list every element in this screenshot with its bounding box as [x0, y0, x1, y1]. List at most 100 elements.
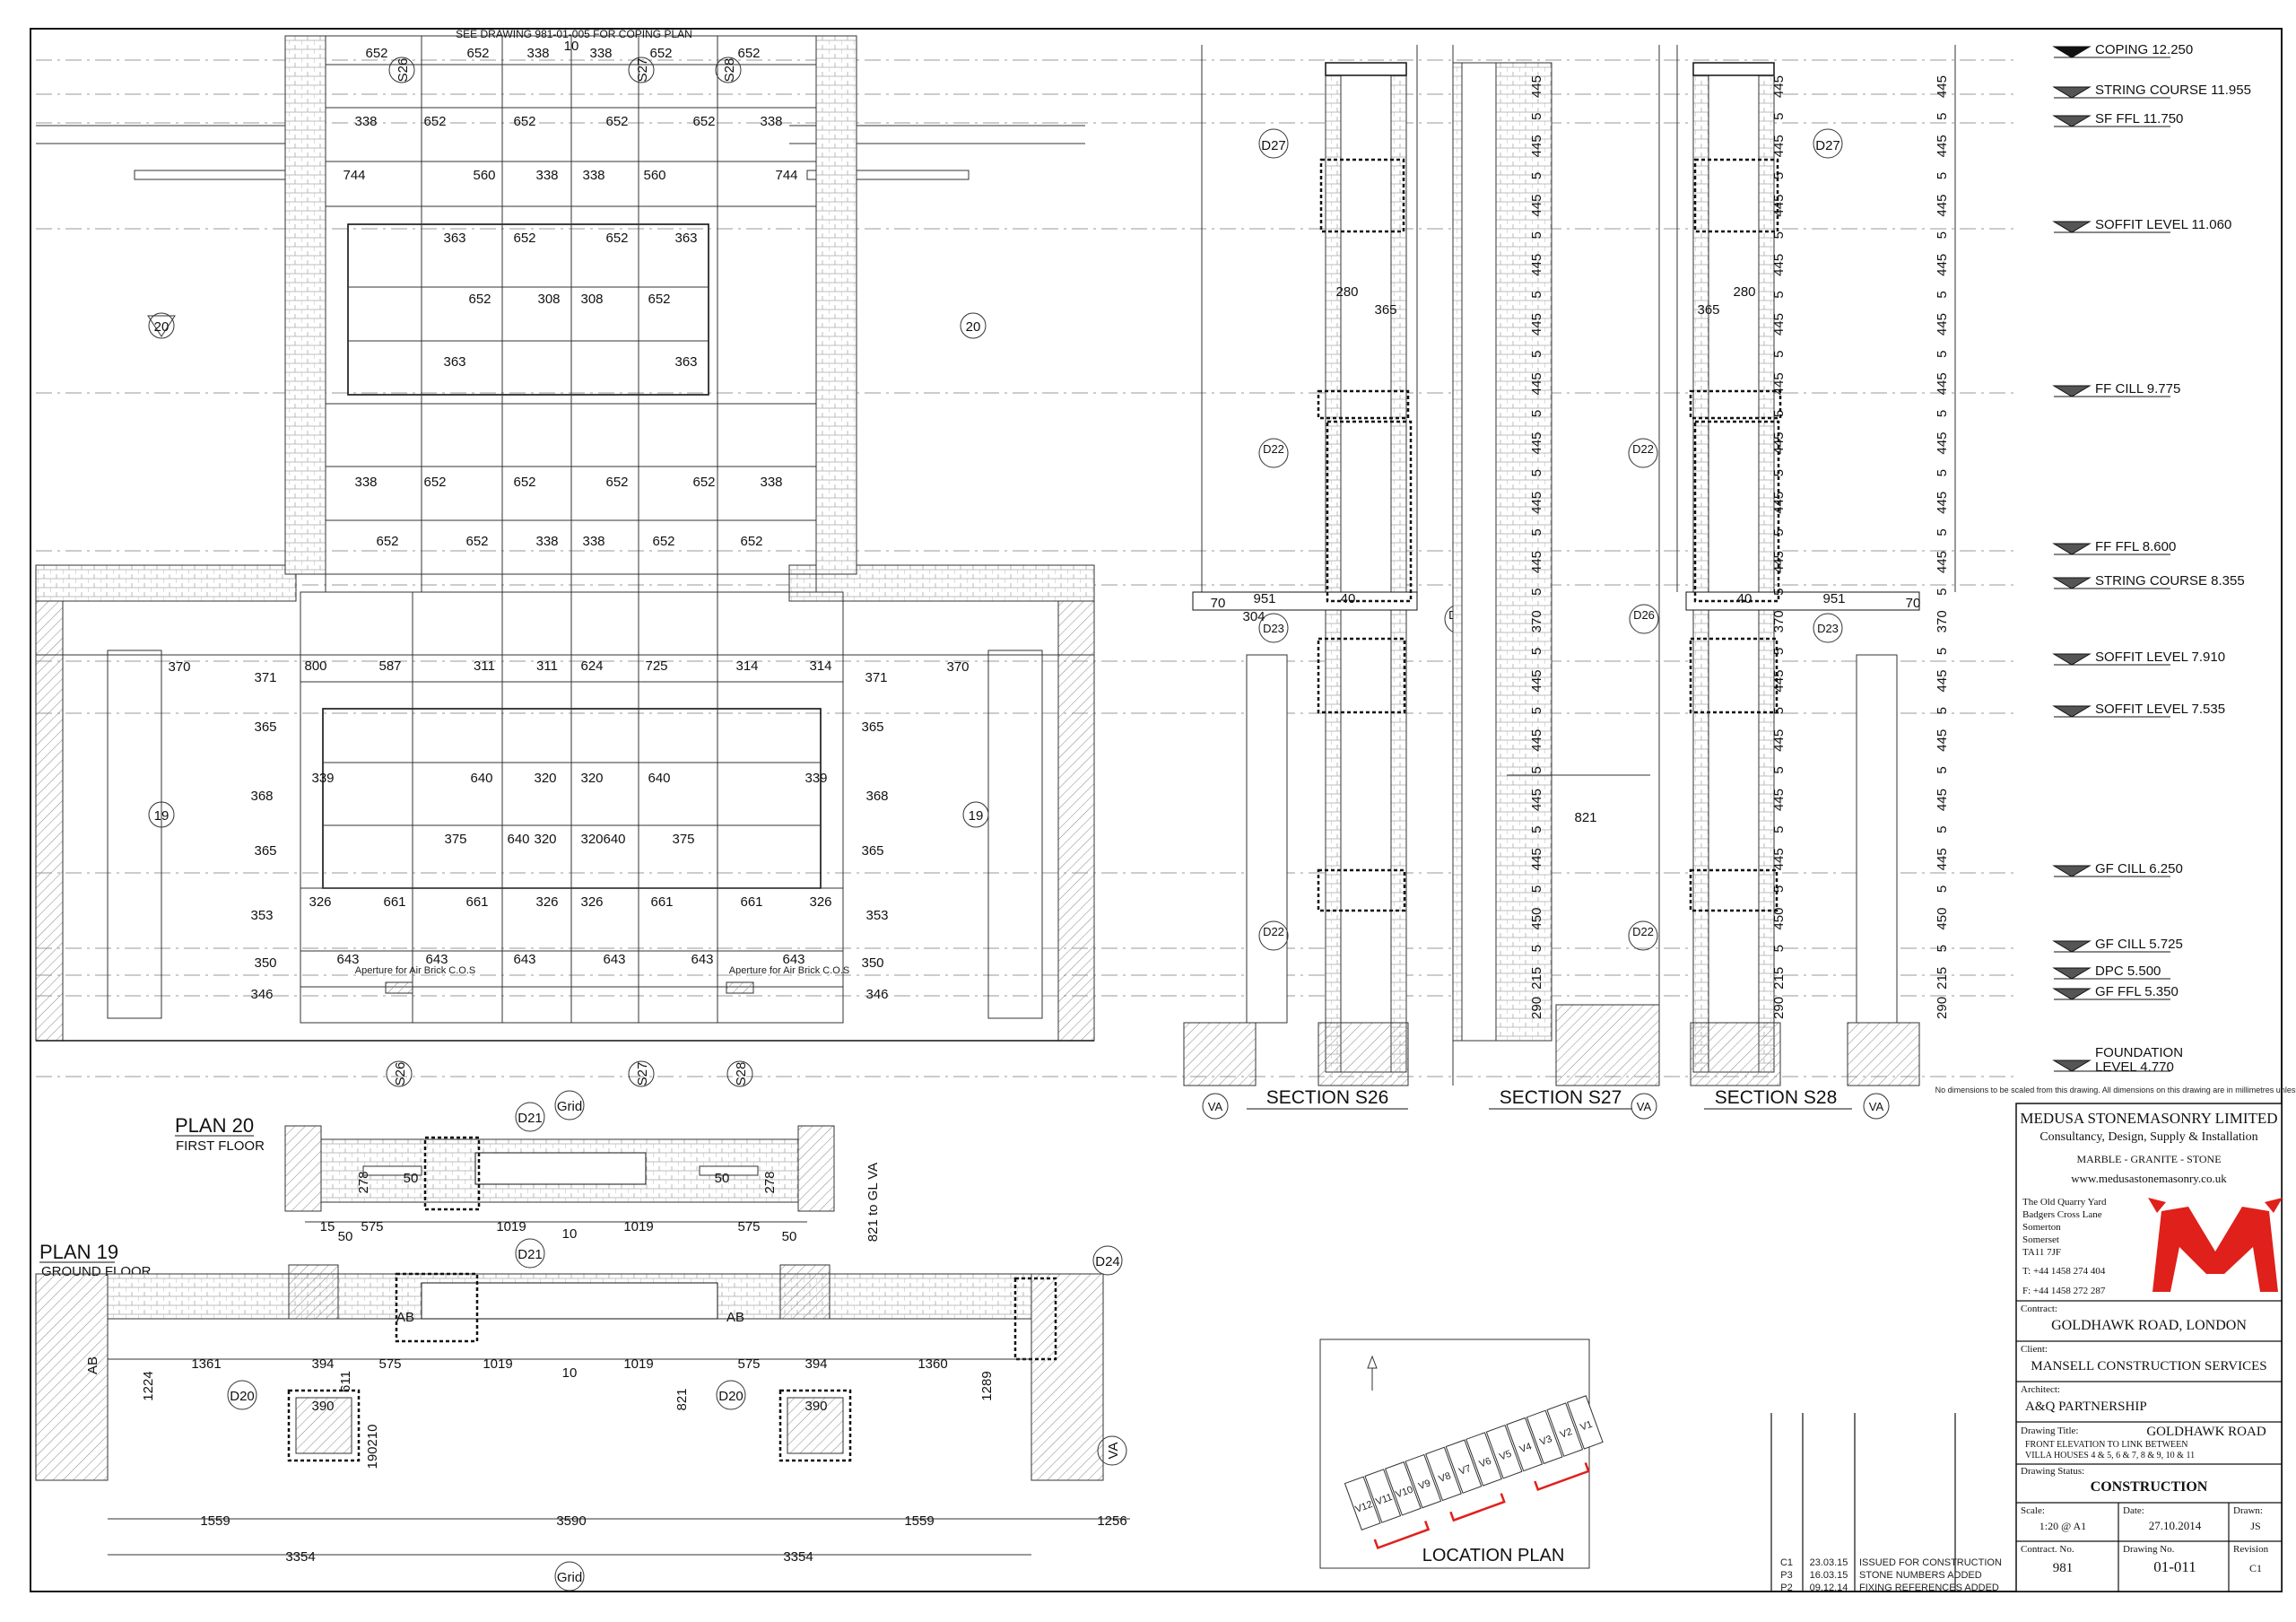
dim-text: 363 — [674, 354, 697, 370]
dim-text: 338 — [354, 475, 377, 490]
fax: F: +44 1458 272 287 — [2022, 1286, 2106, 1296]
dim-text: 560 — [643, 168, 665, 183]
dim-text: 5 — [1771, 766, 1787, 773]
dim-text: 1559 — [904, 1513, 934, 1529]
villa-label: V5 — [1498, 1449, 1513, 1463]
va-marker: VA — [1202, 1093, 1229, 1120]
dim-text: 5 — [1771, 469, 1787, 476]
dim-text: AB — [726, 1310, 744, 1325]
dim-text: 5 — [1529, 291, 1544, 298]
svg-text:20: 20 — [154, 319, 170, 335]
svg-text:D27: D27 — [1261, 138, 1286, 153]
dim-text: 5 — [1935, 707, 1950, 714]
dim-text: 575 — [378, 1356, 401, 1372]
dim-text: 280 — [1733, 284, 1755, 300]
dim-text: 5 — [1771, 528, 1787, 536]
section-marker-s27-top: S27 — [628, 57, 655, 83]
field-label: Client: — [2021, 1344, 2048, 1355]
dim-text: 1361 — [191, 1356, 221, 1372]
level-marker: SOFFIT LEVEL 7.535 — [2052, 702, 2225, 718]
dim-text: 1289 — [979, 1371, 995, 1400]
dim-text: 643 — [336, 952, 359, 967]
revision-code: C1 — [1780, 1557, 1793, 1568]
level-label: COPING 12.250 — [2095, 42, 2193, 57]
dim-text: 445 — [1529, 492, 1544, 514]
section-title: SECTION S28 — [1715, 1087, 1838, 1108]
svg-text:VA: VA — [1869, 1100, 1884, 1113]
svg-text:D27: D27 — [1815, 138, 1840, 153]
dim-text: 338 — [535, 168, 558, 183]
dim-text: 326 — [309, 894, 331, 910]
dim-text: 375 — [672, 832, 694, 847]
architect-value: A&Q PARTNERSHIP — [2025, 1400, 2147, 1414]
level-label: GF CILL 6.250 — [2095, 861, 2183, 876]
dim-text: 445 — [1935, 135, 1950, 157]
dim-text: 326 — [580, 894, 603, 910]
dim-text: 5 — [1935, 113, 1950, 120]
dim-text: 652 — [423, 475, 446, 490]
dim-text: 450 — [1529, 908, 1544, 930]
villa-label: V8 — [1438, 1470, 1453, 1485]
dim-text: 445 — [1935, 254, 1950, 276]
dim-text: 744 — [775, 168, 797, 183]
dim-text: 50 — [715, 1171, 730, 1186]
dim-text: 5 — [1529, 945, 1544, 952]
dim-text: 346 — [865, 987, 888, 1002]
title-block: No dimensions to be scaled from this dra… — [1935, 1086, 2296, 1592]
date-value: 27.10.2014 — [2149, 1519, 2202, 1532]
dim-text: 821 — [674, 1388, 690, 1410]
dim-text: 371 — [254, 670, 276, 685]
dim-text: 652 — [423, 114, 446, 129]
section-title: SECTION S27 — [1500, 1087, 1622, 1108]
dim-text: 5 — [1529, 528, 1544, 536]
dim-text: 445 — [1529, 848, 1544, 870]
section-marker-s26-top: S26 — [388, 57, 415, 83]
red-link-markers — [1373, 1462, 1590, 1549]
dim-text: 363 — [443, 354, 465, 370]
company-name: MEDUSA STONEMASONRY LIMITED — [2020, 1110, 2277, 1127]
medusa-logo-icon — [2148, 1198, 2283, 1292]
dim-text: 365 — [1697, 302, 1719, 318]
level-label: SF FFL 11.750 — [2095, 111, 2183, 126]
level-label: DPC 5.500 — [2095, 964, 2161, 979]
dim-text: 190 — [365, 1446, 380, 1469]
revision-date: 23.03.15 — [1810, 1557, 1848, 1568]
dim-text: 445 — [1935, 670, 1950, 693]
plan-marker-19-right: 19 — [962, 801, 989, 828]
level-label: FF FFL 8.600 — [2095, 539, 2176, 554]
dim-text: 350 — [861, 955, 883, 971]
revision-description: FIXING REFERENCES ADDED — [1859, 1583, 1999, 1593]
dim-text: 445 — [1529, 195, 1544, 217]
level-marker: STRING COURSE 11.955 — [2052, 83, 2251, 99]
dim-text: 5 — [1771, 885, 1787, 893]
svg-text:S26: S26 — [396, 58, 411, 83]
svg-text:20: 20 — [966, 319, 981, 335]
section-s28: SECTION S28 VA D27 D22 D23 D26 D22 951 7… — [1628, 45, 1956, 1120]
dim-text: 365 — [861, 719, 883, 735]
dim-text: 725 — [645, 658, 667, 674]
dim-text: 215 — [1529, 967, 1544, 990]
dim-text: 445 — [1935, 789, 1950, 811]
villa-label: V7 — [1457, 1463, 1473, 1478]
dim-text: 643 — [782, 952, 804, 967]
address-line: Somerset — [2022, 1234, 2059, 1245]
dim-text: 363 — [674, 231, 697, 246]
dim-text: 661 — [650, 894, 673, 910]
dim-text: 3354 — [783, 1549, 813, 1565]
dim-text: 1019 — [623, 1219, 653, 1234]
dim-text: 5 — [1935, 410, 1950, 417]
dim-text: 652 — [649, 46, 672, 61]
dim-text: 338 — [354, 114, 377, 129]
dim-text: 445 — [1529, 789, 1544, 811]
field-label: Drawn: — [2233, 1505, 2263, 1516]
telephone: T: +44 1458 274 404 — [2022, 1266, 2106, 1277]
dim-text: 338 — [582, 168, 604, 183]
dim-text: 445 — [1771, 789, 1787, 811]
dim-text: 652 — [648, 292, 670, 307]
dim-text: 5 — [1771, 231, 1787, 239]
dim-text: 70 — [1211, 596, 1226, 611]
aperture-note: Aperture for Air Brick C.O.S — [355, 965, 475, 976]
right-wall-hatch — [1057, 582, 1095, 1042]
dim-text: 445 — [1771, 848, 1787, 870]
